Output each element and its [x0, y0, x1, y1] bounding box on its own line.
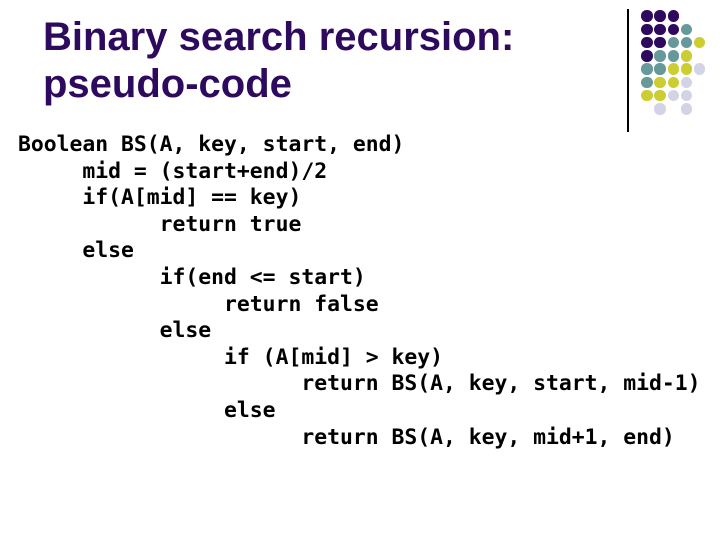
dot [654, 23, 666, 36]
dot [680, 50, 693, 62]
dot [641, 23, 653, 36]
code-line: return BS(A, key, mid+1, end) [18, 424, 675, 450]
dot [641, 89, 653, 102]
pseudo-code-block: Boolean BS(A, key, start, end) mid = (st… [18, 132, 701, 451]
dot [654, 10, 666, 22]
code-line: mid = (start+end)/2 [18, 158, 328, 184]
dot [680, 103, 693, 115]
code-line: else [18, 318, 212, 344]
dot [654, 50, 666, 62]
dot [693, 63, 706, 75]
code-line: if (A[mid] > key) [18, 344, 443, 370]
dot [680, 23, 693, 36]
code-line: Boolean BS(A, key, start, end) [18, 132, 405, 157]
code-line: if(end <= start) [18, 264, 366, 290]
dot [654, 103, 666, 115]
dot [667, 89, 679, 102]
code-line: return BS(A, key, start, mid-1) [18, 371, 701, 397]
dot [680, 36, 693, 49]
dot [654, 36, 666, 49]
dot [641, 10, 653, 22]
code-line: return false [18, 291, 379, 317]
dot [654, 76, 666, 89]
dot [654, 89, 666, 102]
dot [667, 23, 679, 36]
dot [680, 76, 693, 89]
dot [654, 63, 666, 75]
code-line: if(A[mid] == key) [18, 185, 302, 211]
decorative-vertical-line [627, 9, 629, 132]
slide-title: Binary search recursion: pseudo-code [43, 14, 514, 108]
dot [680, 63, 693, 75]
code-line: else [18, 238, 134, 264]
dot [667, 36, 679, 49]
code-line: else [18, 397, 276, 423]
title-line-1: Binary search recursion: [43, 15, 515, 59]
title-line-2: pseudo-code [43, 62, 292, 106]
dot [680, 89, 693, 102]
dot [667, 63, 679, 75]
dot [667, 50, 679, 62]
dot [693, 36, 706, 49]
dot [641, 63, 653, 75]
dot [667, 10, 679, 22]
dot [641, 36, 653, 49]
dot [641, 76, 653, 89]
dot [641, 50, 653, 62]
dot [667, 76, 679, 89]
code-line: return true [18, 211, 302, 237]
